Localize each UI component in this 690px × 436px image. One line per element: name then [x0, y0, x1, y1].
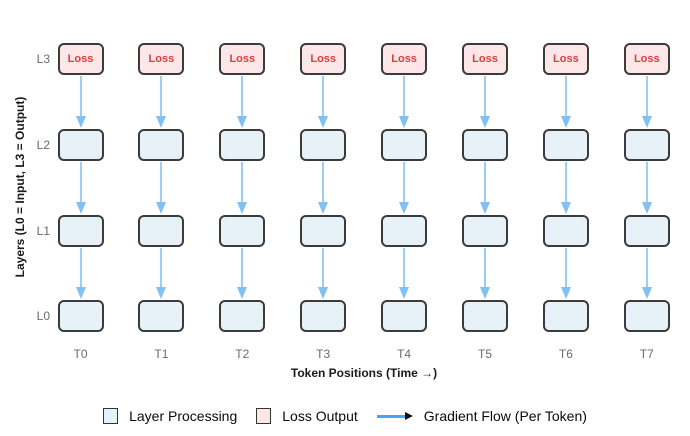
gradient-flow-arrow — [641, 248, 652, 299]
layer-box — [300, 215, 347, 247]
legend-item-gradient-flow: Gradient Flow (Per Token) — [376, 408, 587, 424]
layer-box — [462, 215, 508, 247]
gradient-flow-arrow — [480, 248, 491, 299]
layer-box — [138, 215, 185, 247]
loss-box: Loss — [57, 43, 104, 75]
gradient-flow-arrow — [641, 76, 652, 128]
layer-box — [462, 129, 508, 161]
column-label: T0 — [73, 347, 88, 361]
y-axis-label: Layers (L0 = Input, L3 = Output) — [13, 96, 27, 278]
gradient-flow-arrow — [75, 76, 86, 128]
gradient-flow-arrow — [318, 162, 329, 214]
gradient-flow-arrow — [641, 162, 652, 214]
gradient-flow-arrow — [480, 162, 491, 214]
row-label: L0 — [36, 309, 50, 323]
layer-box — [219, 215, 266, 247]
legend-item-layer-processing: Layer Processing — [103, 408, 237, 424]
layer-box — [381, 300, 428, 332]
column-label: T5 — [477, 347, 492, 361]
column-label: T1 — [154, 347, 169, 361]
column-label: T2 — [235, 347, 250, 361]
loss-box: Loss — [623, 43, 670, 75]
gradient-flow-arrow-icon — [376, 412, 413, 420]
layer-box — [300, 300, 347, 332]
loss-box: Loss — [300, 43, 347, 75]
layer-box — [542, 300, 589, 332]
loss-box: Loss — [462, 43, 508, 75]
loss-box: Loss — [381, 43, 428, 75]
legend-item-loss-output: Loss Output — [256, 408, 358, 424]
gradient-flow-arrow — [399, 162, 410, 214]
row-label: L1 — [36, 224, 50, 238]
loss-output-swatch-icon — [256, 408, 272, 424]
layer-box — [138, 300, 185, 332]
loss-box: Loss — [542, 43, 589, 75]
layer-box — [57, 215, 104, 247]
arrow-head — [404, 412, 413, 420]
gradient-flow-arrow — [560, 162, 571, 214]
layer-box — [381, 215, 428, 247]
layer-box — [542, 129, 589, 161]
gradient-flow-arrow — [75, 162, 86, 214]
arrow-line — [376, 414, 405, 418]
loss-box: Loss — [138, 43, 185, 75]
gradient-flow-arrow — [399, 248, 410, 299]
layer-box — [57, 129, 104, 161]
gradient-flow-arrow — [156, 76, 167, 128]
gradient-flow-arrow — [318, 248, 329, 299]
column-label: T3 — [316, 347, 331, 361]
legend-label: Loss Output — [282, 408, 358, 424]
layer-box — [542, 215, 589, 247]
layer-box — [300, 129, 347, 161]
x-axis-label: Token Positions (Time →) — [290, 366, 438, 380]
layer-box — [462, 300, 508, 332]
row-label: L3 — [36, 52, 50, 66]
gradient-flow-arrow — [480, 76, 491, 128]
column-label: T4 — [397, 347, 412, 361]
legend-label: Gradient Flow (Per Token) — [423, 408, 587, 424]
legend: Layer Processing Loss Output Gradient Fl… — [0, 404, 690, 428]
gradient-flow-arrow — [237, 248, 248, 299]
gradient-flow-arrow — [237, 162, 248, 214]
gradient-flow-arrow — [399, 76, 410, 128]
gradient-flow-arrow — [156, 248, 167, 299]
column-label: T7 — [639, 347, 654, 361]
column-label: T6 — [558, 347, 573, 361]
row-label: L2 — [36, 138, 50, 152]
gradient-flow-arrow — [318, 76, 329, 128]
gradient-flow-arrow — [237, 76, 248, 128]
gradient-flow-arrow — [75, 248, 86, 299]
loss-box: Loss — [219, 43, 266, 75]
layer-box — [623, 215, 670, 247]
layer-processing-swatch-icon — [103, 408, 119, 424]
layer-box — [138, 129, 185, 161]
gradient-flow-arrow — [560, 76, 571, 128]
layer-box — [219, 129, 266, 161]
legend-label: Layer Processing — [129, 408, 238, 424]
gradient-flow-arrow — [560, 248, 571, 299]
layer-box — [381, 129, 428, 161]
layer-box — [57, 300, 104, 332]
gradient-flow-arrow — [156, 162, 167, 214]
layer-box — [623, 129, 670, 161]
layer-box — [219, 300, 266, 332]
layer-box — [623, 300, 670, 332]
